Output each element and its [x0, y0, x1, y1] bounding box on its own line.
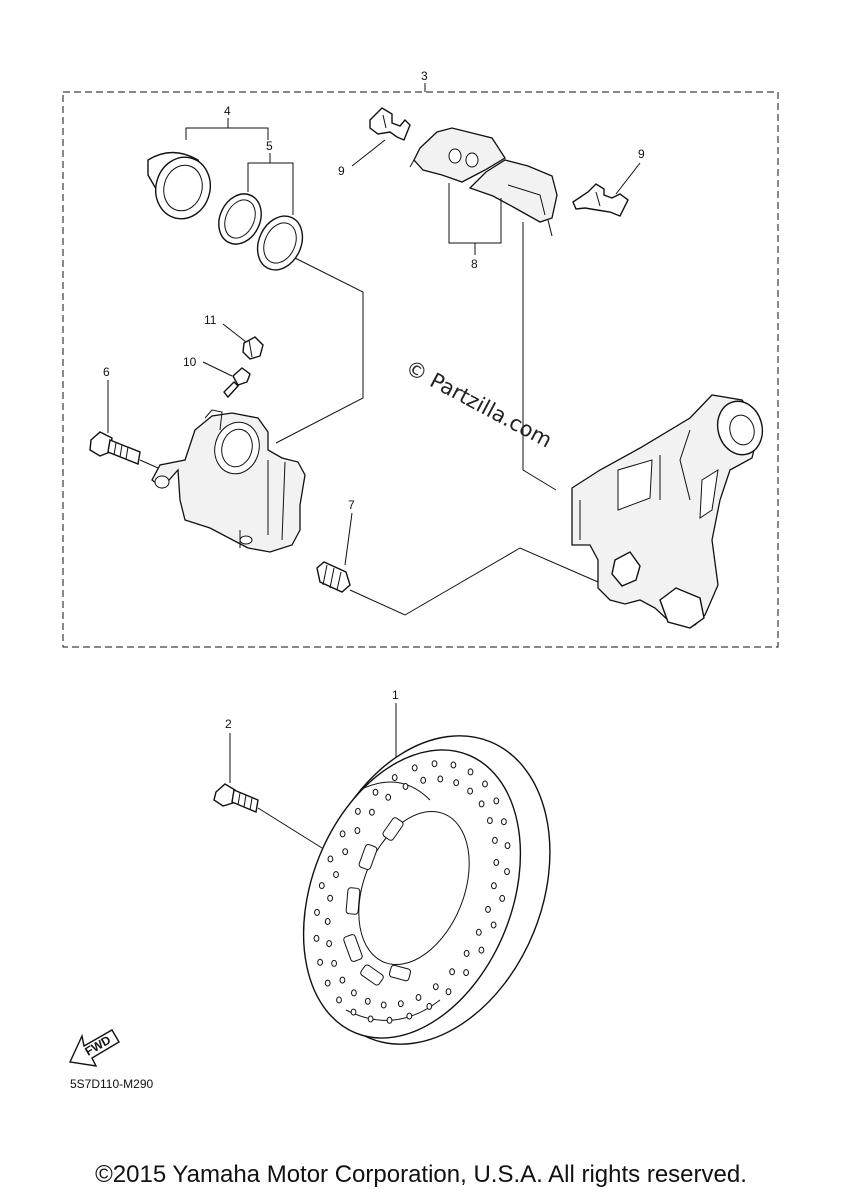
callout-7: 7	[348, 498, 355, 512]
vent-hole	[372, 788, 379, 796]
callout-6: 6	[103, 365, 110, 379]
vent-hole	[367, 1015, 374, 1023]
vent-hole	[386, 1016, 393, 1024]
pin-boot	[316, 561, 351, 593]
brake-pad-front	[409, 127, 506, 183]
callout-3: 3	[421, 69, 428, 83]
vent-hole	[493, 797, 500, 805]
vent-hole	[437, 775, 444, 783]
vent-hole	[411, 764, 418, 772]
vent-hole	[402, 783, 409, 790]
caliper-body	[151, 409, 306, 553]
disc-carrier-slots	[343, 817, 412, 986]
callout-5: 5	[266, 139, 273, 153]
vent-hole	[313, 934, 320, 942]
vent-hole	[369, 808, 375, 816]
callout-9-right: 9	[638, 147, 645, 161]
callout-10: 10	[183, 355, 197, 369]
vent-hole	[450, 761, 457, 769]
seal-ring-2	[256, 215, 304, 271]
callout-4: 4	[224, 104, 231, 118]
vent-hole	[467, 768, 474, 776]
callout-8: 8	[471, 257, 478, 271]
vent-hole	[445, 988, 452, 996]
vent-hole	[333, 871, 339, 879]
vent-hole	[493, 859, 500, 866]
vent-hole	[336, 996, 342, 1004]
vent-hole	[314, 908, 320, 916]
vent-hole	[380, 1001, 387, 1009]
vent-hole	[406, 1012, 413, 1020]
vent-hole	[350, 1008, 357, 1016]
brake-disc	[302, 735, 551, 1045]
callout-11: 11	[204, 313, 217, 327]
forward-arrow-icon: FWD	[68, 1029, 120, 1067]
copyright-notice: ©2015 Yamaha Motor Corporation, U.S.A. A…	[95, 1161, 747, 1188]
vent-hole	[342, 848, 349, 856]
caliper-bolt	[89, 431, 141, 465]
vent-hole	[420, 776, 427, 784]
caliper-bracket	[571, 394, 764, 629]
vent-hole	[331, 959, 338, 967]
vent-hole	[453, 779, 460, 787]
vent-hole	[415, 994, 422, 1001]
vent-hole	[339, 830, 346, 838]
vent-hole	[327, 894, 334, 902]
vent-hole	[478, 946, 485, 954]
caliper-assembly-box	[62, 91, 779, 648]
seal-ring-1	[218, 193, 262, 245]
vent-hole	[318, 882, 325, 890]
vent-hole	[504, 868, 510, 876]
vent-hole	[351, 989, 357, 997]
vent-hole	[354, 827, 361, 835]
bleed-screw	[223, 367, 251, 399]
vent-hole	[490, 921, 497, 929]
vent-hole	[397, 1000, 404, 1008]
pad-spring-left	[369, 107, 411, 141]
callout-2: 2	[225, 717, 232, 731]
callout-1: 1	[392, 688, 399, 702]
vent-hole	[478, 800, 485, 808]
vent-hole	[504, 842, 511, 850]
vent-hole	[449, 968, 456, 976]
vent-hole	[324, 918, 331, 925]
vent-hole	[339, 976, 346, 984]
vent-hole	[501, 818, 507, 826]
vent-hole	[326, 940, 333, 948]
vent-hole	[355, 807, 361, 815]
vent-hole	[463, 949, 470, 957]
disc-vent-holes	[313, 760, 511, 1024]
vent-hole	[485, 905, 491, 913]
bleed-cap	[242, 336, 264, 360]
callout-9-left: 9	[338, 164, 345, 178]
disc-bolt	[213, 783, 259, 813]
vent-hole	[492, 836, 498, 844]
vent-hole	[487, 817, 493, 825]
brake-pad-rear	[468, 159, 558, 237]
vent-hole	[431, 760, 438, 768]
vent-hole	[324, 979, 331, 987]
vent-hole	[391, 774, 398, 782]
watermark: © Partzilla.com	[402, 355, 556, 452]
vent-hole	[432, 983, 439, 991]
pad-spring-right	[572, 183, 629, 217]
vent-hole	[364, 997, 371, 1005]
piston	[147, 151, 211, 220]
vent-hole	[482, 780, 488, 788]
vent-hole	[317, 958, 324, 966]
vent-hole	[385, 793, 392, 801]
vent-hole	[499, 894, 506, 902]
vent-hole	[426, 1002, 433, 1010]
vent-hole	[463, 969, 470, 977]
diagram-code: 5S7D110-M290	[70, 1077, 153, 1091]
vent-hole	[327, 855, 334, 863]
vent-hole	[475, 928, 482, 936]
vent-hole	[467, 787, 474, 795]
vent-hole	[491, 882, 497, 890]
